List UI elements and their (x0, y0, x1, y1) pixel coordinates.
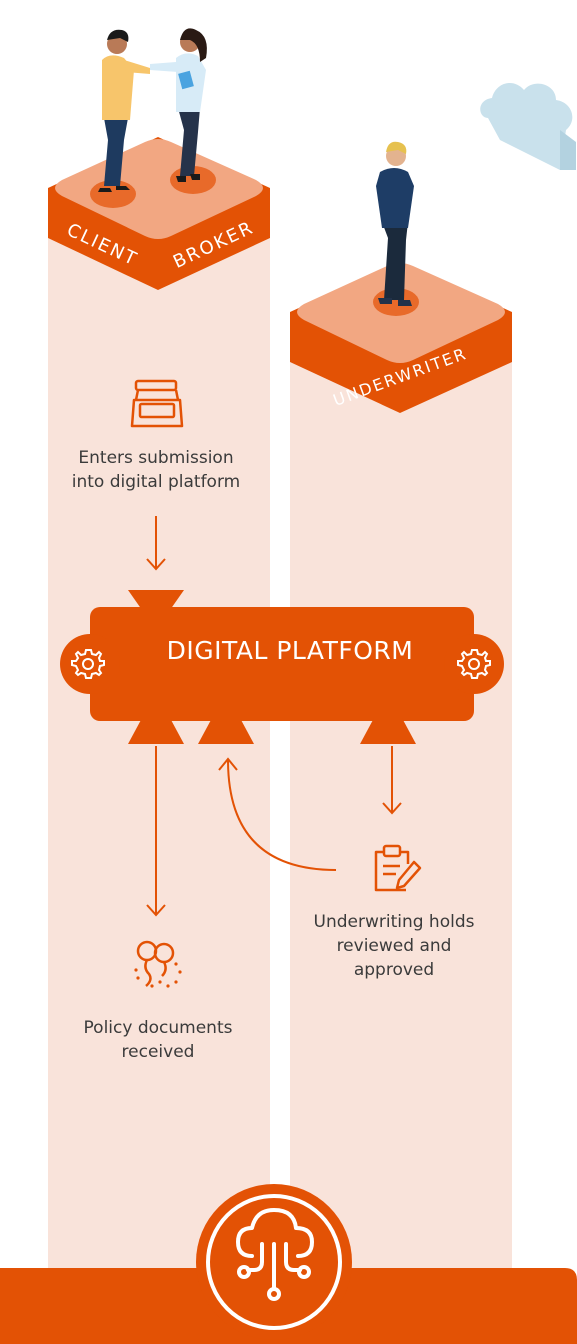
client-broker-platform (48, 137, 270, 290)
step-holds-text: Underwriting holds reviewed and approved (313, 912, 475, 980)
digital-platform (60, 590, 504, 744)
arrow-approval-return (218, 757, 337, 871)
clipboard-edit-icon (374, 844, 422, 892)
underwriter-platform (290, 262, 512, 413)
digital-platform-label: DIGITAL PLATFORM (166, 636, 414, 665)
bottom-cloud-bar (0, 1184, 577, 1344)
client-figure (98, 29, 150, 192)
gear-icon (457, 649, 491, 679)
scanner-icon (130, 379, 184, 428)
balloons-icon (134, 940, 182, 988)
arrow-to-underwriter (382, 746, 402, 815)
underwriter-figure (376, 141, 414, 306)
arrow-to-platform (146, 516, 166, 571)
broker-figure (150, 28, 207, 182)
cloud-network-icon (236, 1208, 314, 1301)
step-submission-text: Enters submission into digital platform (71, 448, 241, 492)
gear-icon (71, 649, 105, 679)
cloud-icon (480, 83, 576, 170)
client-broker-pillar (48, 230, 270, 1344)
step-documents-text: Policy documents received (83, 1018, 233, 1062)
arrow-to-documents (146, 746, 166, 917)
